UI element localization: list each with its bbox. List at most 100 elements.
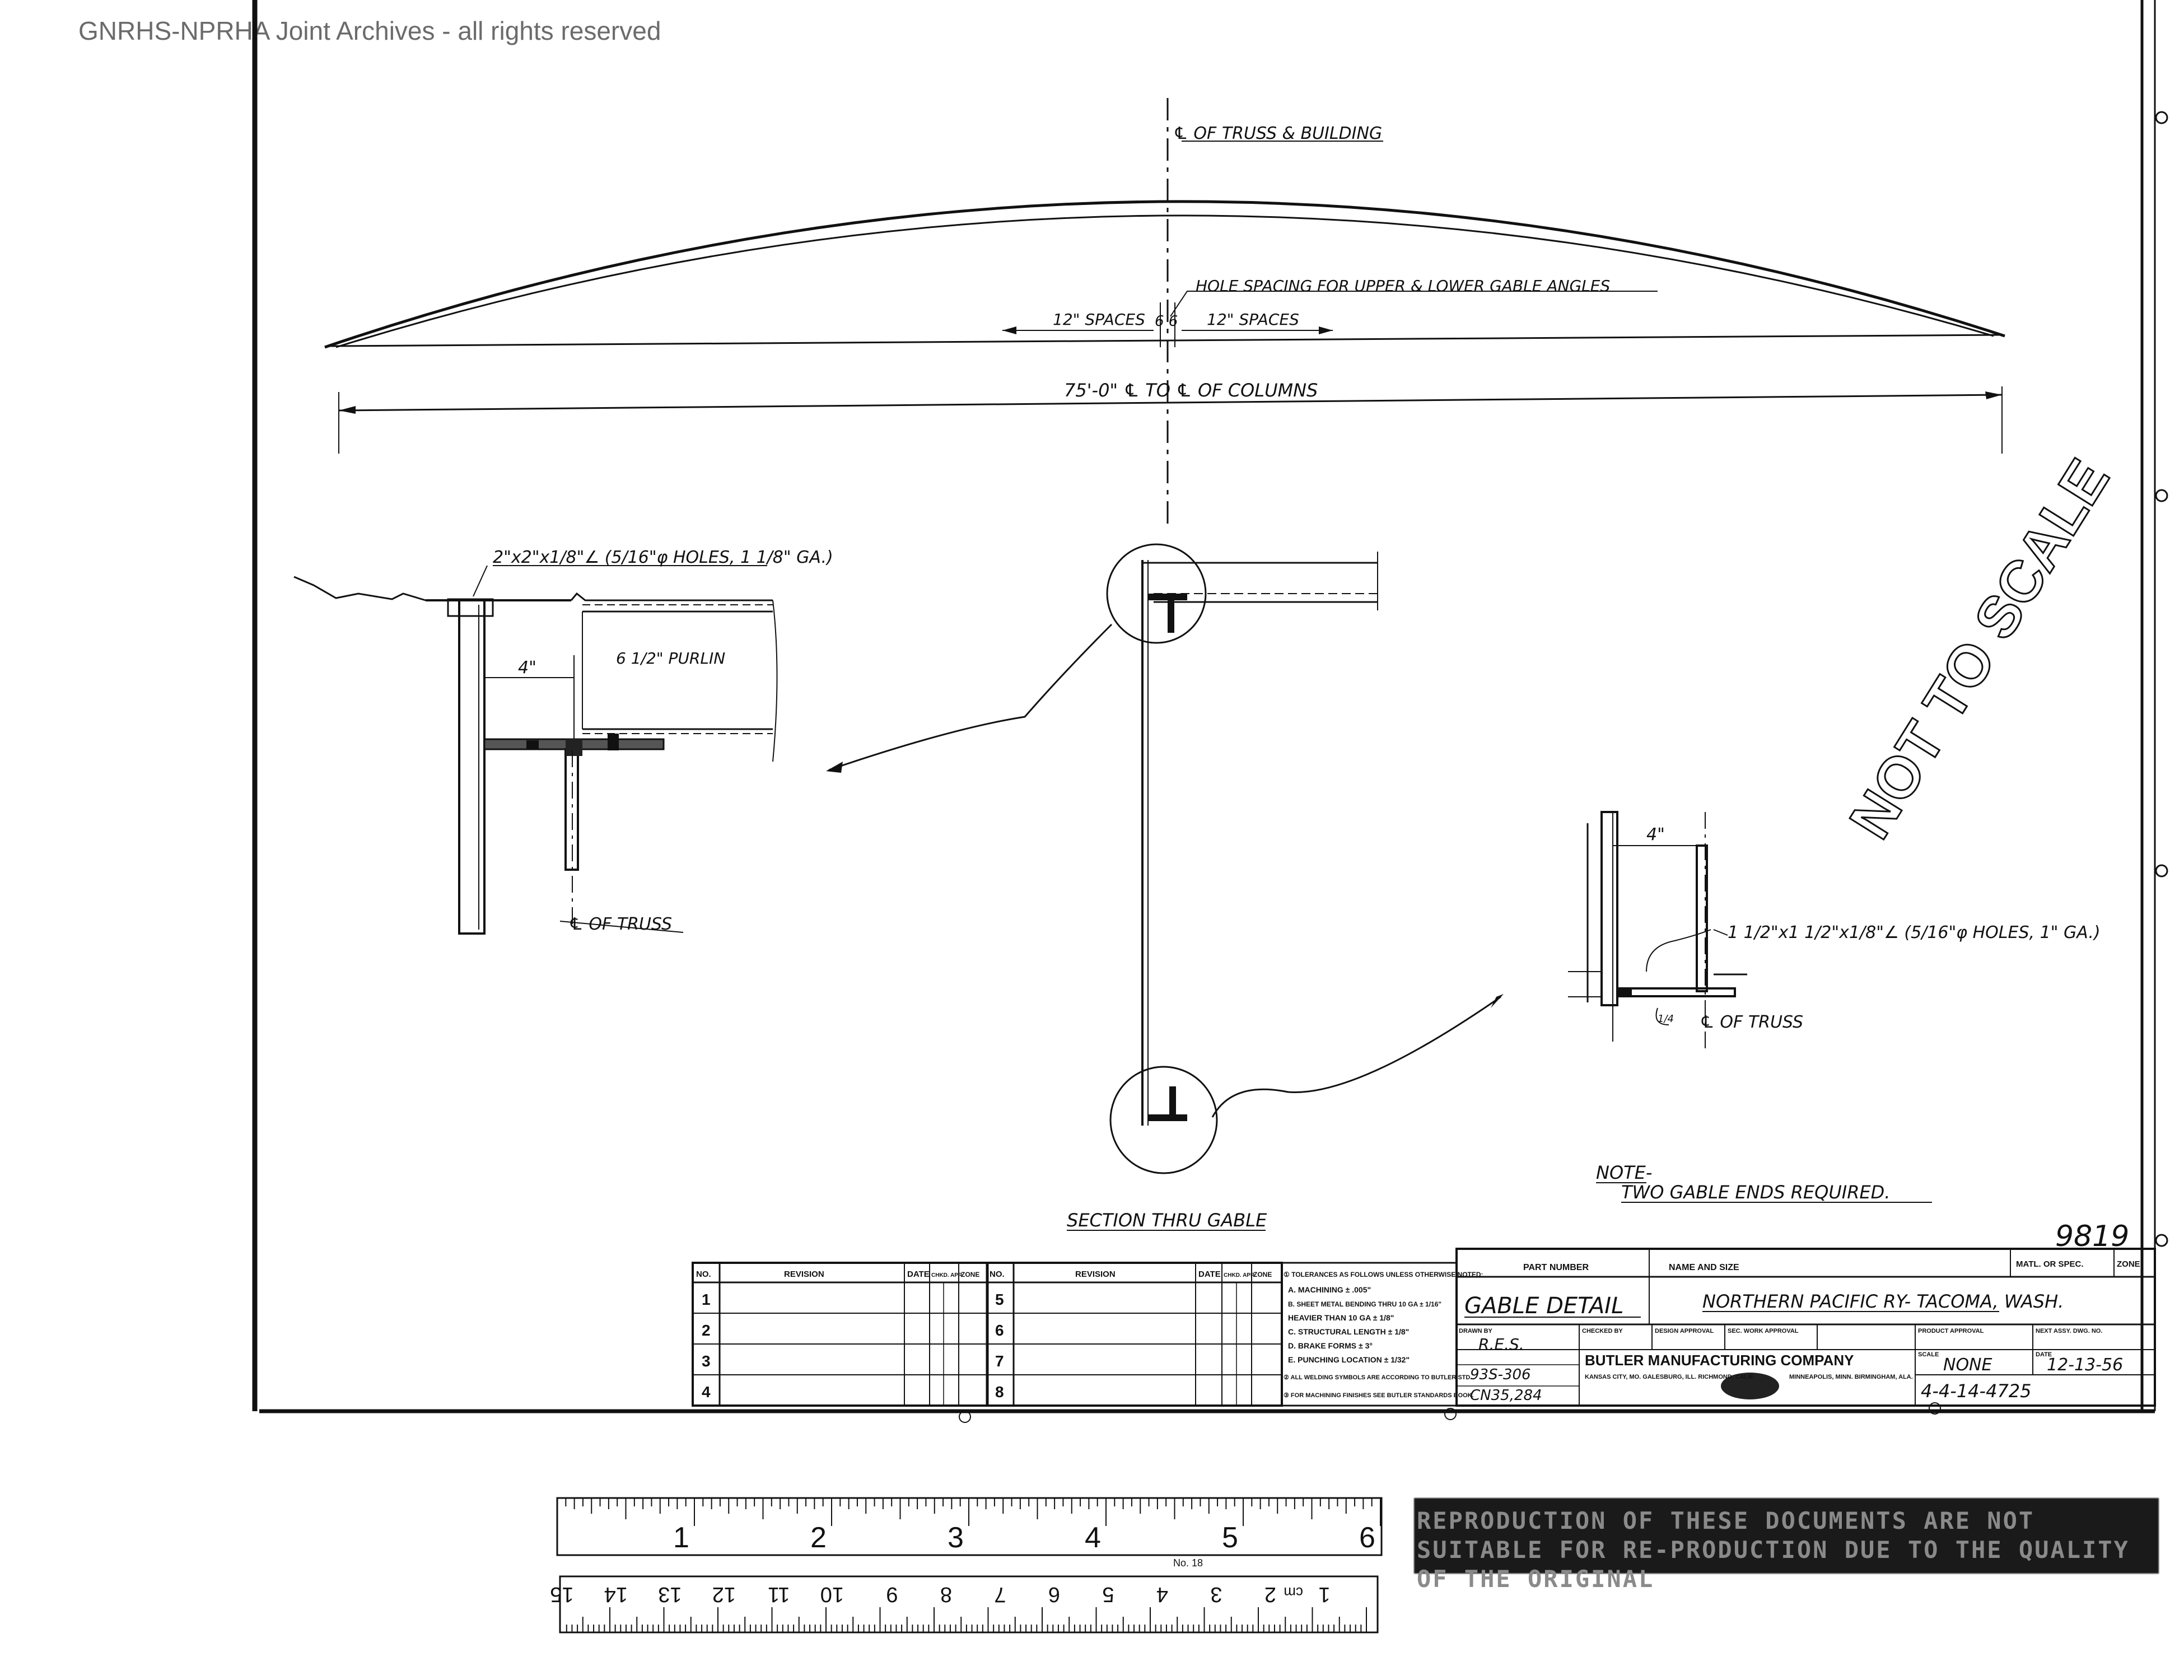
checked-label: CHECKED BY: [1582, 1328, 1623, 1334]
reference-1: 93S-306: [1470, 1366, 1531, 1383]
tolerance-line-4: C. STRUCTURAL LENGTH ± 1/8": [1288, 1327, 1409, 1336]
rev-header-chkd: CHKD. APR.: [931, 1272, 964, 1278]
note-title: NOTE-: [1596, 1162, 1652, 1183]
inch-mark-1: 1: [673, 1522, 689, 1554]
revision-table: [692, 1262, 1283, 1407]
cm-mark: 11: [768, 1583, 790, 1606]
drawing-title: GABLE DETAIL: [1464, 1293, 1623, 1319]
cm-unit-label: cm: [1284, 1584, 1303, 1601]
redacted-reproduction-notice-bg: [1414, 1498, 2159, 1574]
cm-mark: 7: [994, 1583, 1006, 1606]
right-dim-4: 4": [1646, 825, 1665, 844]
drawn-by: R.E.S.: [1478, 1335, 1524, 1354]
customer-name: NORTHERN PACIFIC RY- TACOMA, WASH.: [1702, 1291, 2064, 1312]
tolerance-line-6: E. PUNCHING LOCATION ± 1/32": [1288, 1355, 1410, 1364]
left-truss-cl-label: ℄ OF TRUSS: [568, 914, 672, 934]
redacted-reproduction-notice: REPRODUCTION OF THESE DOCUMENTS ARE NOT …: [1417, 1507, 2130, 1593]
tolerance-line-2: B. SHEET METAL BENDING THRU 10 GA ± 1/16…: [1288, 1300, 1441, 1308]
rev-header-zone: ZONE: [961, 1271, 979, 1278]
drawn-by-label: DRAWN BY: [1459, 1328, 1493, 1334]
reference-2: CN35,284: [1470, 1387, 1542, 1404]
cm-mark: 5: [1102, 1583, 1114, 1606]
cm-mark: 6: [1048, 1583, 1060, 1606]
cm-mark: 12: [712, 1583, 736, 1606]
company-name: BUTLER MANUFACTURING COMPANY: [1585, 1352, 1854, 1369]
cm-mark: 10: [820, 1583, 844, 1606]
left-angle-label: 2"x2"x1/8"∠ (5/16"φ HOLES, 1 1/8" GA.): [493, 548, 833, 567]
rev-row-4: 4: [702, 1383, 711, 1401]
inch-mark-3: 3: [948, 1522, 964, 1554]
tolerance-heading: ① TOLERANCES AS FOLLOWS UNLESS OTHERWISE…: [1284, 1271, 1483, 1278]
company-sub-2: MINNEAPOLIS, MINN. BIRMINGHAM, ALA.: [1789, 1374, 1913, 1380]
rev-header-zone-2: ZONE: [1253, 1271, 1272, 1278]
rev-row-2: 2: [702, 1322, 711, 1339]
drawing-number: 4-4-14-4725: [1921, 1380, 2032, 1402]
company-sub-1: KANSAS CITY, MO. GALESBURG, ILL. RICHMON…: [1585, 1374, 1754, 1380]
revision-headers: NO. REVISION DATE CHKD. APR. ZONE NO. RE…: [696, 1270, 1272, 1279]
span-dimension-label: 75'-0" ℄ TO ℄ OF COLUMNS: [1064, 380, 1318, 401]
rev-header-date: DATE: [907, 1270, 930, 1279]
spaces-left-label: 12" SPACES: [1053, 310, 1145, 329]
right-truss-cl-label: ℄ OF TRUSS: [1700, 1012, 1803, 1032]
gable-elevation: [324, 98, 2005, 526]
tolerance-line-8: ③ FOR MACHINING FINISHES SEE BUTLER STAN…: [1284, 1392, 1474, 1399]
spaces-center-label: 6 6: [1155, 313, 1178, 330]
rev-row-1: 1: [702, 1291, 711, 1308]
tolerance-line-3: HEAVIER THAN 10 GA ± 1/8": [1288, 1313, 1394, 1322]
rev-header-revision: REVISION: [784, 1270, 824, 1279]
section-title: SECTION THRU GABLE: [1067, 1210, 1267, 1231]
ruler-number: No. 18: [1173, 1557, 1203, 1569]
tolerance-line-5: D. BRAKE FORMS ± 3°: [1288, 1341, 1373, 1350]
inch-mark-4: 4: [1085, 1522, 1101, 1554]
right-small-dim: 1/4: [1658, 1013, 1674, 1025]
inch-mark-5: 5: [1222, 1522, 1238, 1554]
sheet-border: [252, 0, 2168, 1413]
zone-label: ZONE: [2117, 1259, 2140, 1269]
product-label: PRODUCT APPROVAL: [1918, 1328, 1984, 1334]
cm-mark: 8: [940, 1583, 952, 1606]
cm-mark: 9: [886, 1583, 898, 1606]
rev-row-3: 3: [702, 1352, 711, 1370]
cm-mark: 1: [1318, 1583, 1330, 1606]
right-angle-label: 1 1/2"x1 1/2"x1/8"∠ (5/16"φ HOLES, 1" GA…: [1728, 923, 2101, 942]
inch-ruler: [556, 1497, 1383, 1556]
rev-row-8: 8: [995, 1383, 1004, 1401]
cm-mark: 2: [1264, 1583, 1276, 1606]
design-label: DESIGN APPROVAL: [1655, 1328, 1714, 1334]
left-dim-4: 4": [518, 658, 536, 678]
rev-row-7: 7: [995, 1352, 1004, 1370]
tolerance-line-7: ② ALL WELDING SYMBOLS ARE ACCORDING TO B…: [1284, 1374, 1472, 1381]
section-thru-gable: [826, 543, 1504, 1174]
inch-mark-6: 6: [1359, 1522, 1375, 1554]
archive-watermark: GNRHS-NPRHA Joint Archives - all rights …: [78, 16, 661, 45]
rev-header-revision-2: REVISION: [1075, 1270, 1116, 1279]
rev-header-chkd-2: CHKD. APR.: [1224, 1272, 1256, 1278]
cm-mark: 13: [658, 1583, 682, 1606]
scale-label: SCALE: [1918, 1351, 1939, 1358]
cm-mark: 3: [1210, 1583, 1222, 1606]
cm-mark: 15: [550, 1583, 573, 1606]
left-connection-detail: [293, 565, 778, 935]
title-block: [1455, 1248, 2156, 1407]
cm-mark: 14: [604, 1583, 628, 1606]
not-to-scale-stamp: NOT TO SCALE: [1837, 449, 2122, 850]
part-number-label: PART NUMBER: [1523, 1263, 1589, 1272]
next-assy-label: NEXT ASSY. DWG. NO.: [2036, 1328, 2102, 1334]
rev-header-date-2: DATE: [1198, 1270, 1221, 1279]
name-size-label: NAME AND SIZE: [1669, 1263, 1739, 1272]
scale-value: NONE: [1943, 1355, 1992, 1375]
purlin-label: 6 1/2" PURLIN: [616, 649, 725, 668]
spaces-right-label: 12" SPACES: [1207, 310, 1299, 329]
centerline-label: ℄ OF TRUSS & BUILDING: [1173, 124, 1382, 143]
right-connection-detail: [1568, 811, 1747, 1053]
cm-ruler: [559, 1575, 1379, 1634]
cm-mark: 4: [1156, 1583, 1168, 1606]
date-value: 12-13-56: [2047, 1355, 2123, 1375]
rev-header-no: NO.: [696, 1270, 711, 1279]
sec-approval-label: SEC. WORK APPROVAL: [1728, 1328, 1799, 1334]
rev-row-5: 5: [995, 1291, 1004, 1308]
rev-header-no-2: NO.: [990, 1270, 1005, 1279]
note-text: TWO GABLE ENDS REQUIRED.: [1621, 1182, 1890, 1203]
matl-label: MATL. OR SPEC.: [2016, 1259, 2084, 1269]
